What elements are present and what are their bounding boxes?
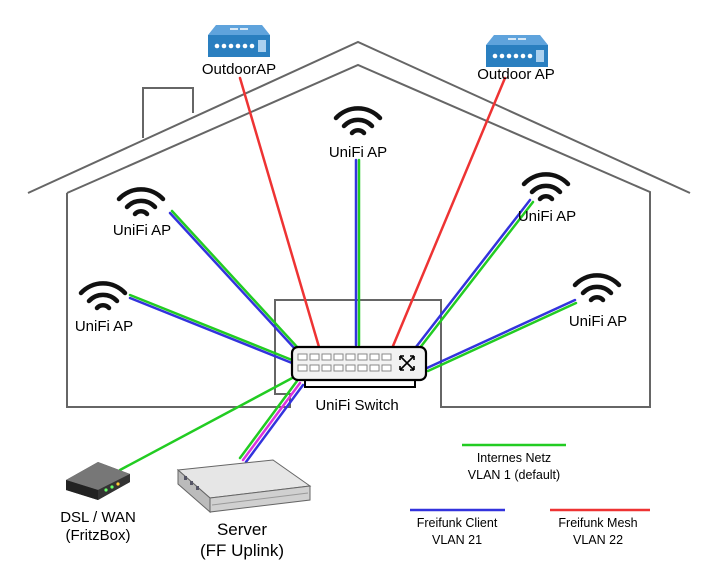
label-unifi-ap-right-lower: UniFi AP [568,313,628,330]
wifi-icon [521,172,571,202]
chimney [142,87,194,138]
legend-mesh-line2: VLAN 22 [572,533,624,547]
wifi-icon [78,281,128,311]
cables [118,76,578,472]
cable-unifi-left-lower [128,293,294,365]
wifi-icon [572,273,622,303]
legend-internal-line1: Internes Netz [476,451,552,465]
wifi-icon [333,106,383,136]
cable-unifi-top [354,158,361,347]
label-dsl-line1: DSL / WAN [60,509,136,526]
switch-icon [290,345,428,388]
label-unifi-switch: UniFi Switch [315,397,399,414]
cable-dsl [118,374,298,472]
label-unifi-ap-top: UniFi AP [328,144,388,161]
router-icon [66,462,130,500]
cable-mesh-outdoor-left [238,76,321,349]
label-dsl-line2: (FritzBox) [65,527,131,544]
legend-internal-line2: VLAN 1 (default) [467,468,561,482]
legend-mesh-line1: Freifunk Mesh [558,516,638,530]
outdoor-ap-icon [486,35,548,67]
legend-lines [410,443,650,512]
cable-unifi-left-upper [168,209,300,352]
server-icon [176,459,312,514]
label-unifi-ap-left-upper: UniFi AP [112,222,172,239]
cable-unifi-right-lower [425,298,578,373]
wifi-icon [116,187,166,217]
roof-outer [27,40,691,194]
legend-client-line1: Freifunk Client [416,516,498,530]
cable-unifi-right-upper [414,198,535,351]
cable-mesh-outdoor-right [391,76,507,348]
label-server-line1: Server [216,520,268,539]
label-unifi-ap-right-upper: UniFi AP [517,208,577,225]
label-outdoor-ap-right: Outdoor AP [477,66,555,83]
label-outdoor-ap-left: OutdoorAP [201,61,277,78]
outdoor-ap-icon [208,25,270,57]
label-server-line2: (FF Uplink) [199,541,285,560]
label-unifi-ap-left-lower: UniFi AP [74,318,134,335]
legend-client-line2: VLAN 21 [431,533,483,547]
cable-server [238,379,305,464]
